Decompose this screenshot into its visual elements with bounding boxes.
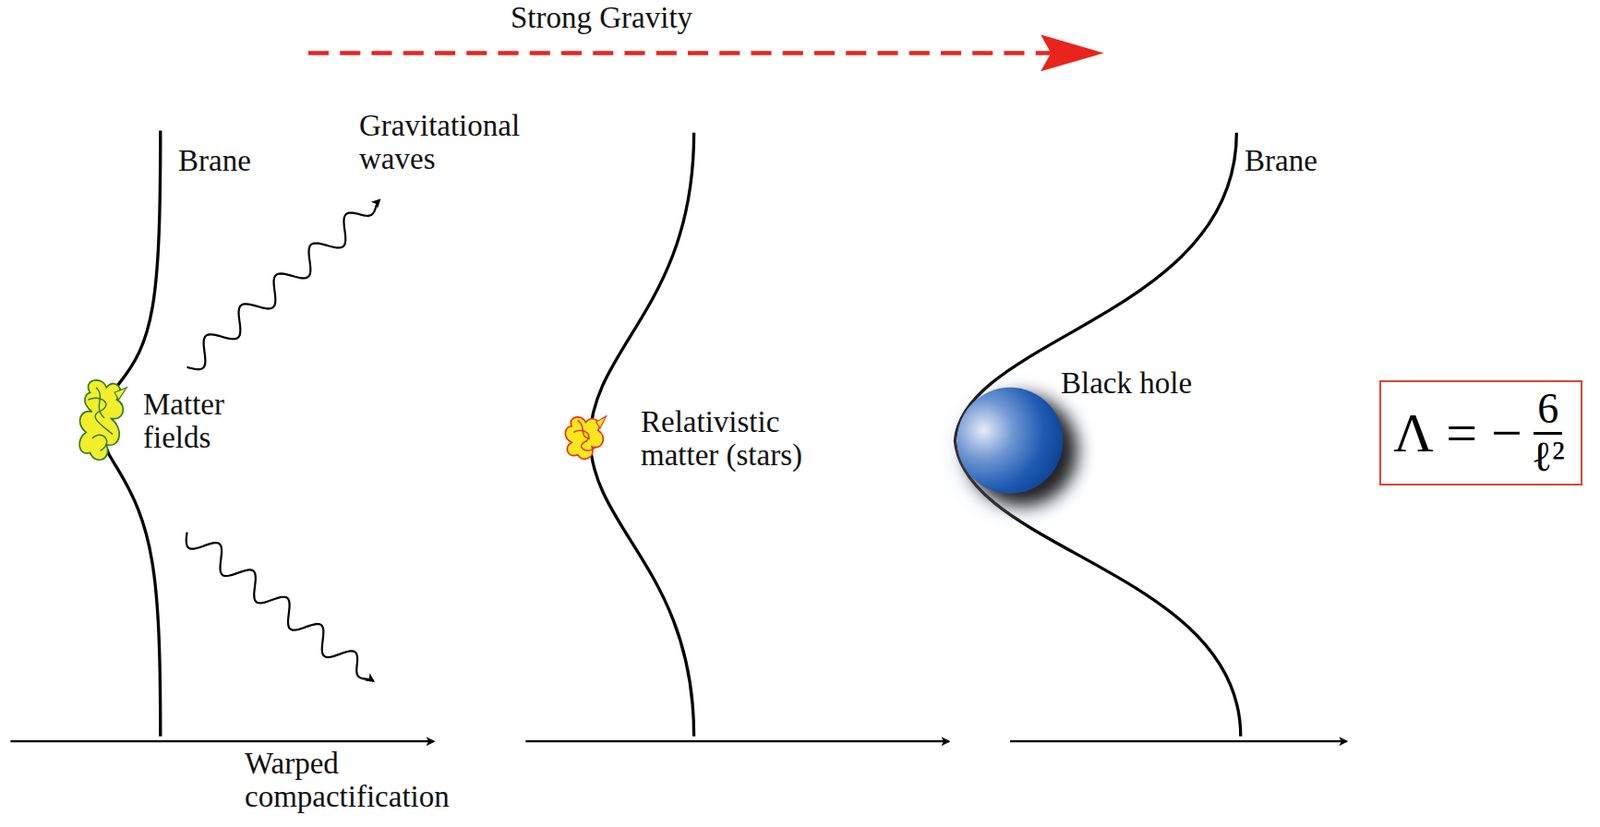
dashed-arrow-line [308,50,1061,55]
star-blob [565,416,606,460]
black-hole [957,387,1064,494]
axis [525,740,949,743]
brane-label: Brane [178,144,322,179]
formula-box: Λ = −6ℓ² [1379,380,1583,486]
denominator: ℓ² [1527,434,1569,480]
strong-gravity-label: Strong Gravity [510,1,818,36]
relativistic-matter-label: Relativistic matter (stars) [640,406,861,472]
fraction: 6ℓ² [1527,386,1569,480]
formula-lhs: Λ = − [1393,401,1523,466]
axis [1010,740,1348,743]
gravitational-waves-label: Gravitational waves [359,109,579,176]
wave-line [187,200,381,371]
brane-label: Brane [1244,144,1388,179]
matter-fields-label: Matter fields [143,388,281,455]
black-hole-label: Black hole [1060,367,1265,401]
black-hole-glow [950,383,1086,518]
axis [10,740,434,743]
brane-curve [954,132,1240,737]
warped-compactification-label: Warped compactification [244,747,485,814]
numerator: 6 [1533,386,1563,434]
matter-blob [79,380,127,460]
wave-line [186,532,374,682]
arrow-head [1040,35,1104,73]
